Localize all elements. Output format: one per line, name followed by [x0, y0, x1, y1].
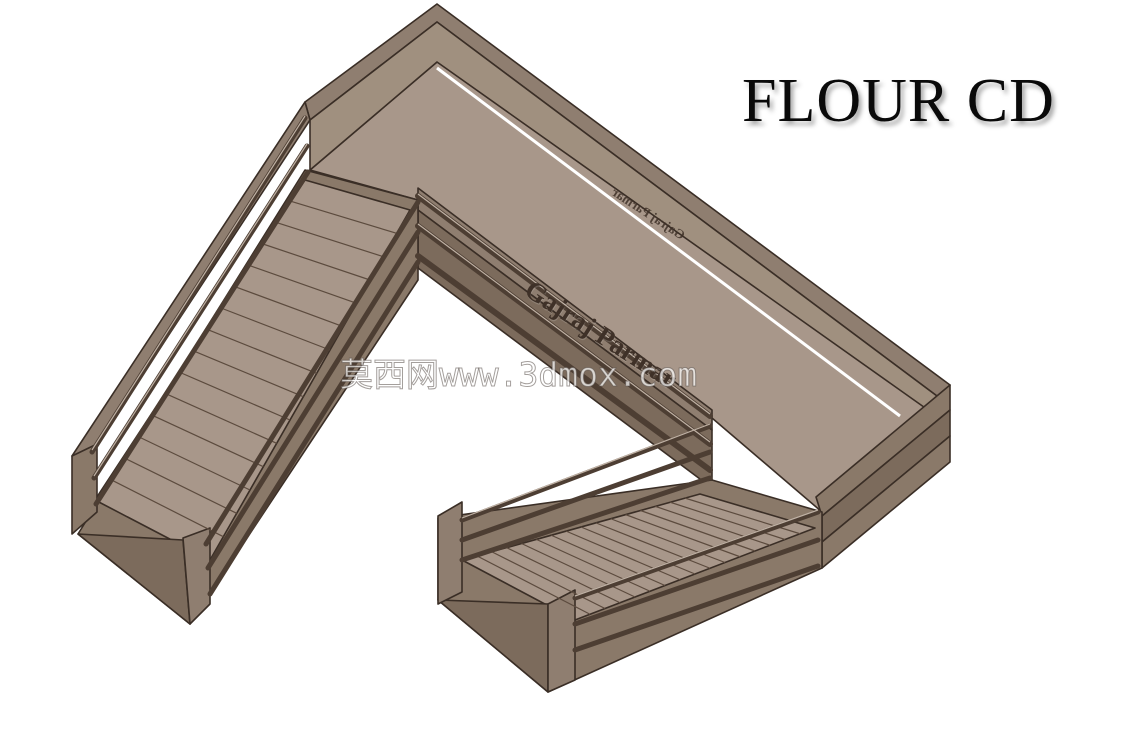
right-upper-rail-3 — [459, 475, 713, 563]
step-line — [580, 526, 696, 575]
right-stair-step-lines — [476, 497, 801, 615]
right-upper-rail-1 — [459, 423, 713, 523]
gap-rail-3 — [415, 253, 713, 473]
step-line — [655, 505, 771, 546]
step-line — [536, 538, 651, 592]
step-line — [136, 435, 251, 491]
step-line — [122, 456, 237, 514]
step-line — [290, 200, 397, 234]
left-inner-rail-3 — [207, 259, 421, 597]
left-stair-outer-wall-face — [71, 443, 98, 535]
right-stair-newel-left — [437, 501, 463, 605]
left-inner-rail-1 — [203, 199, 421, 547]
handrails — [89, 115, 821, 653]
step-line — [108, 478, 224, 538]
gap-rail-2 — [415, 223, 713, 447]
right-lower-rail-3 — [572, 563, 821, 653]
step-line — [262, 243, 371, 281]
step-line — [565, 530, 681, 581]
step-line — [670, 501, 786, 541]
step-line — [684, 497, 801, 535]
step-line — [276, 222, 384, 258]
step-line — [506, 547, 621, 604]
left-stair-bottom — [77, 533, 191, 625]
left-stair-newel — [182, 527, 211, 625]
step-line — [192, 350, 304, 398]
step-line — [150, 414, 264, 468]
right-stair-steps — [461, 493, 816, 621]
left-stair-step-lines — [108, 200, 397, 538]
step-line — [164, 392, 277, 444]
right-stair-bottom — [437, 599, 549, 693]
left-outer-rail-3 — [93, 169, 311, 507]
step-line — [640, 509, 756, 552]
step-line — [595, 522, 711, 569]
step-line — [476, 555, 591, 615]
left-inner-rail-2 — [205, 229, 421, 571]
right-upper-rail-2 — [459, 449, 713, 543]
step-line — [248, 264, 357, 304]
right-stair-newel-front — [547, 589, 576, 693]
watermark-text: 莫西网www.3dmox.com — [339, 355, 698, 395]
left-outer-rail-1 — [89, 115, 308, 455]
gap-rail-1 — [415, 193, 713, 419]
rail-highlights — [91, 115, 819, 597]
step-line — [491, 551, 606, 610]
step-line — [625, 514, 741, 558]
step-line — [234, 286, 344, 328]
left-outer-rail-2 — [91, 143, 310, 481]
right-lower-rail-2 — [572, 537, 821, 627]
step-line — [178, 371, 291, 421]
title-label: FLOUR CD — [742, 67, 1055, 135]
step-line — [206, 328, 317, 374]
step-line — [610, 518, 726, 564]
step-line — [220, 307, 331, 351]
step-line — [551, 534, 666, 587]
step-line — [521, 542, 636, 598]
right-lower-rail-1 — [572, 509, 821, 601]
